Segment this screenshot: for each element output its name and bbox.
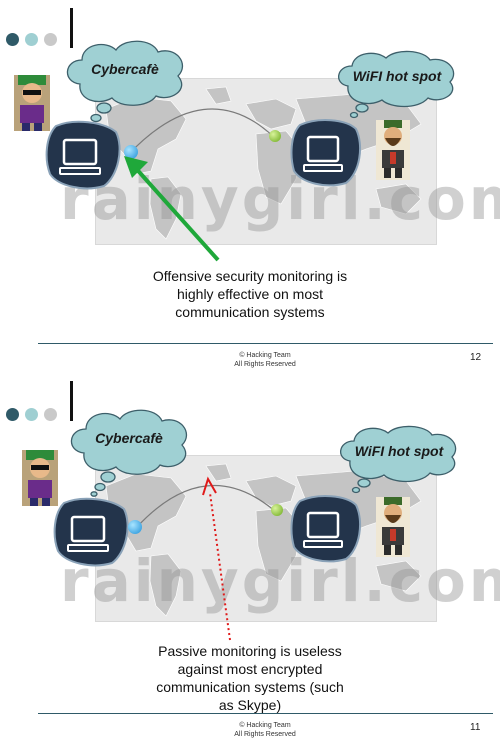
divider-vertical bbox=[70, 381, 73, 421]
computer-device-left bbox=[44, 118, 122, 195]
decorative-dots bbox=[6, 33, 57, 46]
avatar-hacker-left bbox=[22, 450, 58, 511]
slide-11: rainygirl.com Cybercafè WiFI hot spot bbox=[0, 375, 500, 749]
cloud-label-wifi: WiFI hot spot bbox=[352, 68, 442, 84]
dot-teal bbox=[25, 408, 38, 421]
footer-divider bbox=[38, 343, 493, 344]
thought-cloud-cybercafe: Cybercafè bbox=[60, 36, 190, 128]
page-number: 12 bbox=[470, 352, 482, 363]
endpoint-dot-blue bbox=[124, 145, 138, 159]
cloud-label-cybercafe: Cybercafè bbox=[91, 61, 159, 77]
dot-dark bbox=[6, 33, 19, 46]
dot-grey bbox=[44, 408, 57, 421]
dot-dark bbox=[6, 408, 19, 421]
thought-cloud-wifi: WiFI hot spot bbox=[334, 423, 464, 495]
endpoint-dot-blue bbox=[128, 520, 142, 534]
endpoint-dot-green bbox=[271, 504, 283, 516]
divider-vertical bbox=[70, 8, 73, 48]
computer-device-left bbox=[52, 495, 130, 572]
page-number: 11 bbox=[470, 722, 481, 733]
footer-copyright: © Hacking Team All Rights Reserved bbox=[205, 721, 325, 739]
footer-copyright: © Hacking Team All Rights Reserved bbox=[205, 351, 325, 369]
avatar-hacker-right bbox=[376, 497, 410, 562]
red-dotted-arrow bbox=[202, 476, 231, 641]
thought-cloud-wifi: WiFI hot spot bbox=[332, 48, 462, 120]
footer-divider bbox=[38, 713, 493, 714]
thought-cloud-cybercafe: Cybercafè bbox=[64, 405, 194, 497]
dot-grey bbox=[44, 33, 57, 46]
slide-12: rainygirl.com Cybercafè WiFI hot spot bbox=[0, 0, 500, 374]
computer-device-right bbox=[290, 117, 362, 192]
footer-line-1: © Hacking Team bbox=[239, 722, 291, 729]
caption: Passive monitoring is useless against mo… bbox=[156, 643, 344, 713]
avatar-hacker-left bbox=[14, 75, 50, 136]
watermark: rainygirl.com bbox=[60, 547, 500, 615]
footer-line-2: All Rights Reserved bbox=[234, 731, 296, 738]
caption: Offensive security monitoring is highly … bbox=[152, 268, 348, 320]
cloud-label-wifi: WiFI hot spot bbox=[354, 443, 444, 459]
computer-device-right bbox=[290, 493, 362, 568]
green-arrow bbox=[124, 156, 220, 262]
world-map bbox=[95, 78, 437, 245]
endpoint-dot-green bbox=[269, 130, 281, 142]
footer-line-1: © Hacking Team bbox=[239, 352, 291, 359]
footer-line-2: All Rights Reserved bbox=[234, 361, 296, 368]
cloud-label-cybercafe: Cybercafè bbox=[95, 430, 163, 446]
dot-teal bbox=[25, 33, 38, 46]
avatar-hacker-right bbox=[376, 120, 410, 185]
decorative-dots bbox=[6, 408, 57, 421]
